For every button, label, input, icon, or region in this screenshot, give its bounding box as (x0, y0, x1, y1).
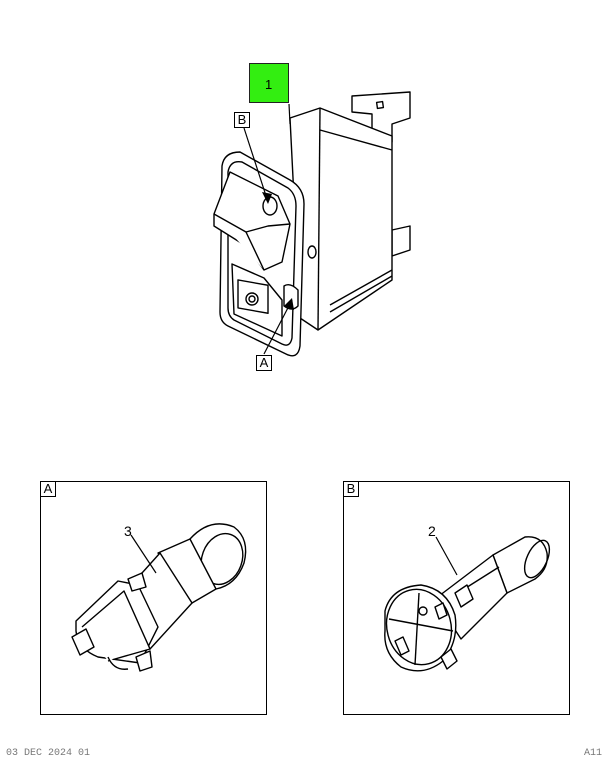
callout-detail-b[interactable]: B (234, 112, 250, 128)
callout-item-1[interactable]: 1 (249, 63, 289, 103)
part-number-3[interactable]: 3 (124, 523, 132, 539)
detail-a-tag: A (40, 481, 56, 497)
bulb-part-3-illustration (71, 523, 247, 672)
detail-b-tag: B (343, 481, 359, 497)
part-number-2[interactable]: 2 (428, 523, 436, 539)
footer-date-code: 03 DEC 2024 01 (6, 748, 91, 759)
rocker-switch-illustration (213, 91, 411, 357)
bulb-part-2-illustration (384, 536, 551, 672)
callout-detail-a[interactable]: A (256, 355, 272, 371)
callout-item-1-label: 1 (265, 77, 273, 92)
footer-sheet-code: A11 (584, 748, 603, 759)
